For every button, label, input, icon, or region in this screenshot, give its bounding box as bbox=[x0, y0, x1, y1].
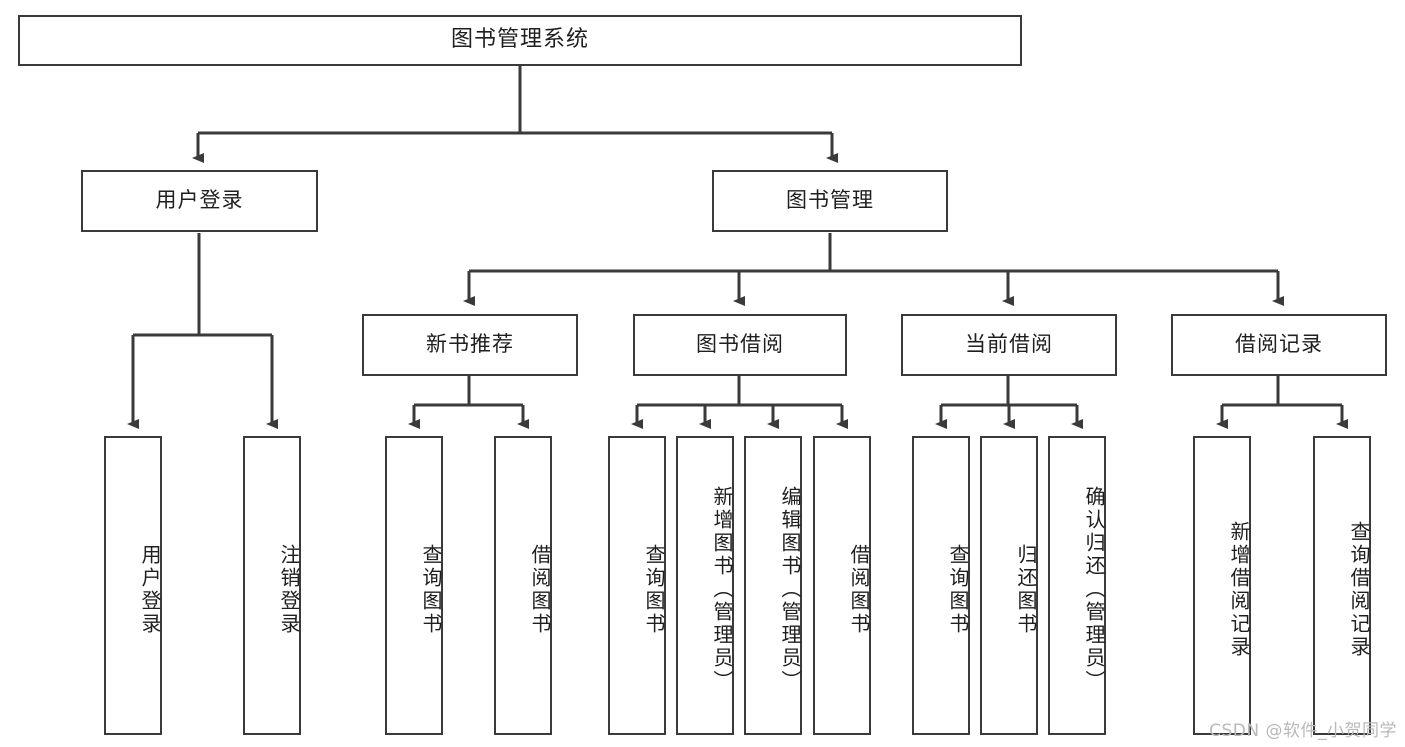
node-leaf-query-book-1-label: 查询图书 bbox=[419, 543, 443, 636]
node-leaf-query-book-2-label: 查询图书 bbox=[642, 543, 666, 636]
node-leaf-borrow-book-2[interactable]: 借阅图书 bbox=[813, 436, 871, 735]
node-new-book-rec-label: 新书推荐 bbox=[426, 332, 514, 357]
node-leaf-user-login-label: 用户登录 bbox=[138, 543, 162, 636]
node-leaf-confirm-return[interactable]: 确认归还（管理员） bbox=[1048, 436, 1106, 735]
node-borrow-record-label: 借阅记录 bbox=[1235, 332, 1323, 357]
watermark-text: CSDN @软件_小贺同学 bbox=[1209, 721, 1397, 741]
node-book-borrow-label: 图书借阅 bbox=[696, 332, 784, 357]
node-book-manage[interactable]: 图书管理 bbox=[712, 170, 948, 232]
node-leaf-logout-login[interactable]: 注销登录 bbox=[243, 436, 301, 735]
node-leaf-user-login[interactable]: 用户登录 bbox=[104, 436, 162, 735]
node-leaf-add-record-label: 新增借阅记录 bbox=[1227, 520, 1251, 659]
node-leaf-edit-book[interactable]: 编辑图书（管理员） bbox=[744, 436, 802, 735]
node-leaf-return-book-label: 归还图书 bbox=[1014, 543, 1038, 636]
node-leaf-return-book[interactable]: 归还图书 bbox=[980, 436, 1038, 735]
node-current-borrow[interactable]: 当前借阅 bbox=[901, 314, 1117, 376]
node-root[interactable]: 图书管理系统 bbox=[18, 15, 1022, 66]
node-user-login[interactable]: 用户登录 bbox=[81, 170, 318, 232]
node-book-manage-label: 图书管理 bbox=[786, 188, 874, 213]
node-leaf-query-book-3[interactable]: 查询图书 bbox=[912, 436, 970, 735]
node-leaf-add-book-label: 新增图书（管理员） bbox=[710, 486, 734, 693]
node-book-borrow[interactable]: 图书借阅 bbox=[633, 314, 847, 376]
node-leaf-borrow-book-1-label: 借阅图书 bbox=[528, 543, 552, 636]
node-leaf-query-record-label: 查询借阅记录 bbox=[1347, 520, 1371, 659]
node-leaf-borrow-book-2-label: 借阅图书 bbox=[847, 543, 871, 636]
node-user-login-label: 用户登录 bbox=[155, 188, 244, 213]
node-leaf-add-record[interactable]: 新增借阅记录 bbox=[1193, 436, 1251, 735]
node-current-borrow-label: 当前借阅 bbox=[965, 332, 1053, 357]
node-leaf-edit-book-label: 编辑图书（管理员） bbox=[778, 486, 802, 693]
node-leaf-query-book-3-label: 查询图书 bbox=[946, 543, 970, 636]
node-root-label: 图书管理系统 bbox=[450, 27, 589, 53]
node-new-book-rec[interactable]: 新书推荐 bbox=[362, 314, 578, 376]
node-leaf-query-book-2[interactable]: 查询图书 bbox=[608, 436, 666, 735]
node-borrow-record[interactable]: 借阅记录 bbox=[1171, 314, 1387, 376]
node-leaf-borrow-book-1[interactable]: 借阅图书 bbox=[494, 436, 552, 735]
node-leaf-query-book-1[interactable]: 查询图书 bbox=[385, 436, 443, 735]
node-leaf-add-book[interactable]: 新增图书（管理员） bbox=[676, 436, 734, 735]
node-leaf-logout-login-label: 注销登录 bbox=[277, 543, 301, 636]
node-leaf-query-record[interactable]: 查询借阅记录 bbox=[1313, 436, 1371, 735]
node-leaf-confirm-return-label: 确认归还（管理员） bbox=[1082, 486, 1106, 693]
